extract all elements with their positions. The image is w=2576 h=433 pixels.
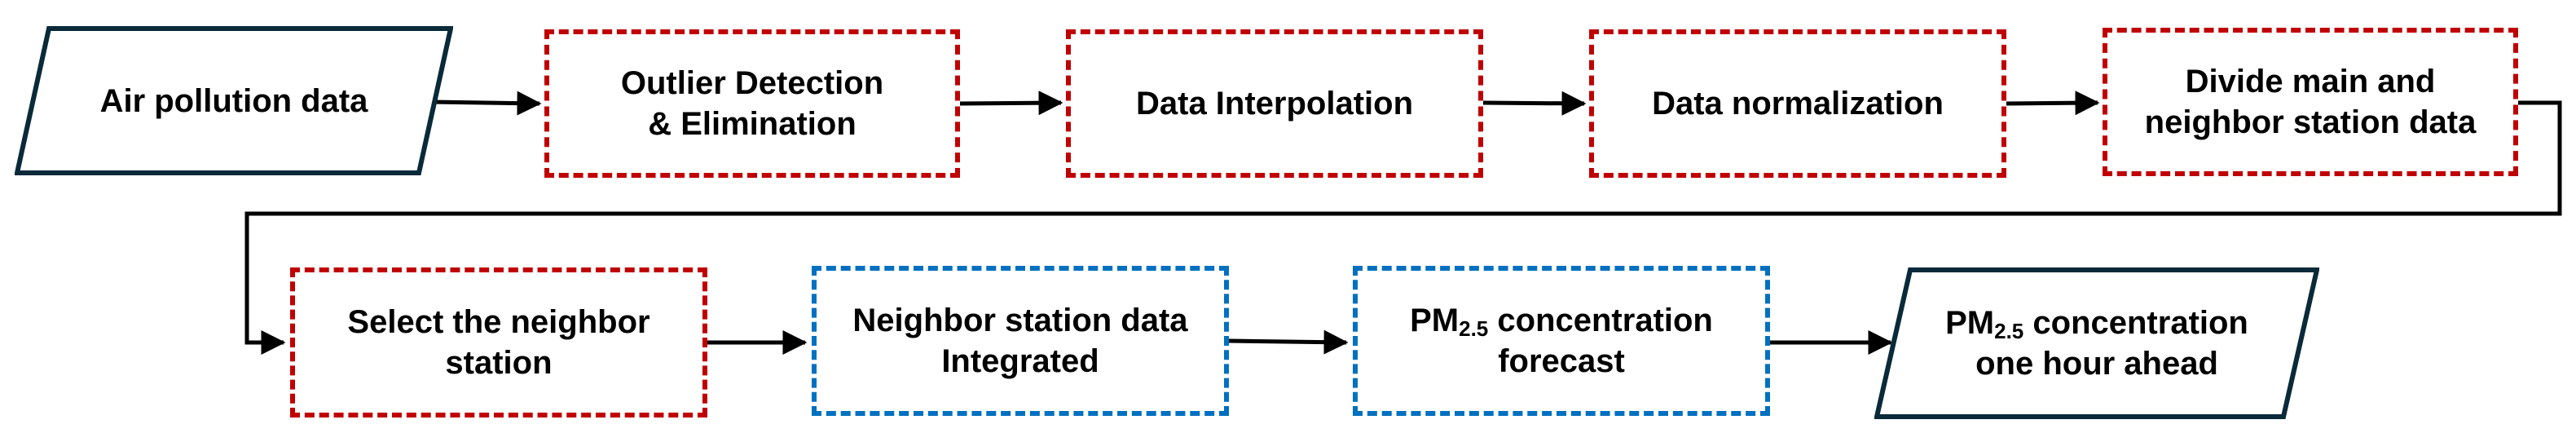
node-pm25-one-hour-ahead: PM2.5 concentration one hour ahead bbox=[1874, 267, 2319, 419]
arrow-normalization-to-divide bbox=[2006, 91, 2100, 116]
node-air-pollution-data: Air pollution data bbox=[15, 26, 453, 175]
node-label: Select the neighbor station bbox=[347, 302, 650, 383]
label-line-2: forecast bbox=[1498, 343, 1625, 379]
parallelogram-shape bbox=[15, 26, 453, 175]
node-neighbor-data-integrated: Neighbor station data Integrated bbox=[812, 266, 1229, 416]
arrow-divide-to-select bbox=[244, 100, 2562, 355]
pm-text: PM bbox=[1945, 305, 1995, 341]
node-select-neighbor-station: Select the neighbor station bbox=[290, 267, 707, 418]
label-line-2: neighbor station data bbox=[2144, 104, 2477, 140]
arrow-air-to-outlier bbox=[431, 91, 542, 116]
node-label: Data Interpolation bbox=[1135, 86, 1414, 122]
node-data-normalization: Data normalization bbox=[1589, 29, 2006, 178]
node-divide-station-data: Divide main and neighbor station data bbox=[2103, 28, 2518, 176]
pm-text: PM bbox=[1410, 303, 1460, 338]
node-label: PM2.5 concentration one hour ahead bbox=[1945, 303, 2248, 384]
label-line-1: Outlier Detection bbox=[620, 65, 884, 101]
label-line-2: & Elimination bbox=[648, 106, 856, 142]
node-label: PM2.5 concentration forecast bbox=[1410, 300, 1713, 382]
node-pm25-forecast: PM2.5 concentration forecast bbox=[1353, 266, 1770, 416]
node-label: Air pollution data bbox=[99, 82, 368, 119]
pm-subscript: 2.5 bbox=[1459, 316, 1489, 341]
node-label: Divide main and neighbor station data bbox=[2145, 61, 2477, 143]
label-line-1: Divide main and bbox=[2185, 64, 2436, 99]
label-line-1: Neighbor station data bbox=[852, 303, 1188, 338]
label-line-1-rest: concentration bbox=[2023, 305, 2248, 341]
label-line-2: one hour ahead bbox=[1975, 346, 2218, 382]
node-label: Outlier Detection & Elimination bbox=[621, 63, 883, 144]
label-line-1-rest: concentration bbox=[1488, 303, 1713, 338]
parallelogram-shape bbox=[1874, 267, 2319, 419]
node-outlier-detection: Outlier Detection & Elimination bbox=[544, 29, 960, 178]
label-line-2: station bbox=[445, 345, 553, 381]
arrow-interpolation-to-normalization bbox=[1482, 91, 1587, 116]
label-line-2: Integrated bbox=[941, 343, 1099, 379]
arrow-outlier-to-interpolation bbox=[959, 91, 1063, 116]
label-line-1: Select the neighbor bbox=[347, 304, 650, 340]
arrow-integrated-to-forecast bbox=[1228, 329, 1349, 355]
node-label: Data normalization bbox=[1652, 86, 1944, 122]
node-label: Neighbor station data Integrated bbox=[852, 300, 1187, 382]
node-data-interpolation: Data Interpolation bbox=[1066, 29, 1483, 178]
pm-subscript: 2.5 bbox=[1994, 319, 2024, 343]
